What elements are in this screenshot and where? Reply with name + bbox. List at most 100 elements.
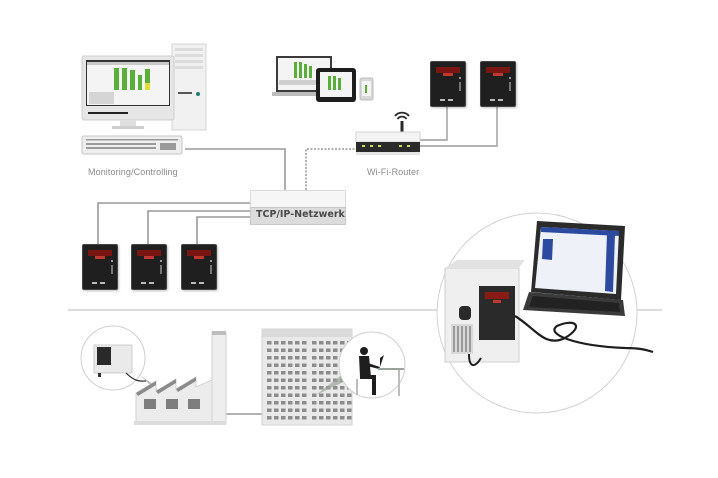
office-window	[326, 348, 331, 352]
office-window	[326, 378, 331, 382]
office-window	[295, 393, 300, 397]
office-window	[312, 378, 317, 382]
office-window	[267, 356, 272, 360]
office-window	[312, 341, 317, 345]
office-window	[288, 393, 293, 397]
controller-lan-2	[131, 244, 167, 290]
office-window	[326, 371, 331, 375]
controller-lan-3	[181, 244, 217, 290]
office-window	[302, 393, 307, 397]
office-window	[274, 408, 279, 412]
monitoring-label: Monitoring/Controlling	[88, 167, 178, 177]
wifi-router	[352, 108, 424, 160]
office-window	[295, 416, 300, 420]
link-pc-switch	[185, 148, 286, 193]
office-window	[274, 393, 279, 397]
office-window	[295, 378, 300, 382]
office-window	[288, 363, 293, 367]
laptop-in-inset	[523, 221, 625, 316]
office-window	[319, 348, 324, 352]
office-window	[295, 363, 300, 367]
office-window	[347, 401, 352, 405]
office-window	[319, 408, 324, 412]
office-window	[326, 416, 331, 420]
office-window	[302, 348, 307, 352]
pc-tower	[171, 43, 207, 131]
office-window	[295, 341, 300, 345]
office-window	[281, 393, 286, 397]
office-window	[281, 356, 286, 360]
office-window	[274, 348, 279, 352]
office-window	[274, 416, 279, 420]
office-window	[274, 363, 279, 367]
office-window	[340, 401, 345, 405]
office-window	[326, 393, 331, 397]
office-window	[274, 401, 279, 405]
office-window	[281, 401, 286, 405]
office-window	[274, 378, 279, 382]
office-window	[288, 416, 293, 420]
wifi-icon	[394, 111, 410, 120]
office-window	[267, 386, 272, 390]
office-window	[267, 341, 272, 345]
office-window	[302, 356, 307, 360]
office-window	[312, 401, 317, 405]
office-window	[340, 386, 345, 390]
office-window	[312, 363, 317, 367]
office-window	[267, 416, 272, 420]
office-window	[319, 378, 324, 382]
office-window	[288, 371, 293, 375]
controller-lan-1	[82, 244, 118, 290]
link-switch-ctrl-1	[97, 202, 250, 244]
router-label: Wi-Fi-Router	[367, 167, 420, 177]
office-window	[333, 386, 338, 390]
office-window	[333, 371, 338, 375]
office-window	[319, 371, 324, 375]
office-window	[295, 408, 300, 412]
cable	[514, 315, 654, 354]
office-window	[281, 378, 286, 382]
office-window	[274, 386, 279, 390]
office-window	[326, 401, 331, 405]
office-window	[333, 393, 338, 397]
person-at-desk-icon	[359, 347, 384, 395]
instrument-box	[444, 260, 525, 363]
office-window	[295, 401, 300, 405]
office-window	[295, 356, 300, 360]
office-window	[340, 341, 345, 345]
office-window	[326, 363, 331, 367]
link-router-switch	[305, 148, 358, 193]
network-switch: TCP/IP-Netzwerk	[250, 190, 346, 226]
instrument-laptop-inset	[425, 208, 655, 418]
network-label: TCP/IP-Netzwerk	[256, 209, 345, 220]
office-window	[302, 363, 307, 367]
office-window	[312, 408, 317, 412]
link-switch-ctrl-3	[196, 216, 250, 244]
office-window	[319, 356, 324, 360]
office-window	[319, 416, 324, 420]
office-window	[312, 393, 317, 397]
mobile-devices	[272, 54, 377, 106]
controller-wifi-2	[480, 61, 516, 107]
office-window	[274, 341, 279, 345]
office-window	[340, 393, 345, 397]
office-window	[333, 363, 338, 367]
office-window	[267, 371, 272, 375]
office-window	[312, 386, 317, 390]
office-window	[288, 378, 293, 382]
office-window	[302, 408, 307, 412]
office-window	[281, 371, 286, 375]
link-switch-ctrl-2	[147, 210, 250, 244]
office-window	[281, 416, 286, 420]
office-window	[319, 363, 324, 367]
office-window	[295, 386, 300, 390]
office-window	[326, 356, 331, 360]
office-window	[333, 416, 338, 420]
office-window	[288, 348, 293, 352]
desktop-computer	[80, 42, 210, 162]
office-window	[281, 348, 286, 352]
office-window	[340, 416, 345, 420]
link-router-ctrl-2	[418, 106, 498, 147]
office-window	[302, 401, 307, 405]
